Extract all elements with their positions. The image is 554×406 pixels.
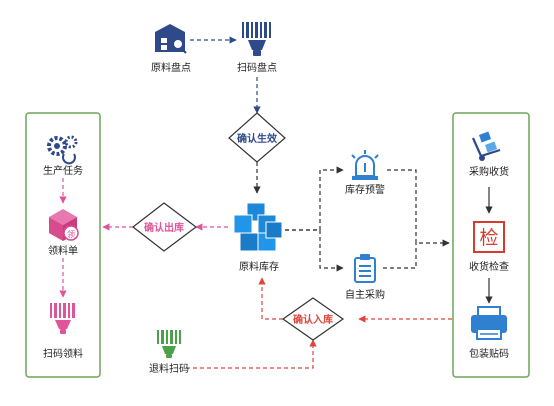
scan-pick-label: 扫码领料 <box>43 347 83 360</box>
arrow-inbound-to-stock <box>258 277 283 320</box>
confirm-outbound-diamond <box>132 202 197 252</box>
cubes-icon <box>233 202 283 252</box>
warehouse-search-icon <box>155 24 187 54</box>
purchase-receive-label: 采购收货 <box>469 165 509 178</box>
inspection-stamp-icon: 检 <box>473 221 505 253</box>
right-panel <box>452 112 530 378</box>
self-purchase-label: 自主采购 <box>345 288 385 301</box>
hand-truck-icon <box>471 131 501 161</box>
arrow-alert-to-right <box>387 169 450 247</box>
clipboard-icon <box>354 254 376 283</box>
confirm-outbound-label: 确认出库 <box>144 221 184 234</box>
alarm-light-icon <box>351 150 379 180</box>
barcode-scanner-icon <box>157 330 181 358</box>
check-stamp-char: 检 <box>479 227 498 249</box>
scan-inventory-label: 扫码盘点 <box>237 61 277 74</box>
barcode-scanner-icon <box>242 22 271 56</box>
gears-icon <box>47 135 78 165</box>
confirm-effective-diamond <box>228 112 286 163</box>
barcode-scanner-icon <box>50 303 75 334</box>
arrow-stock-to-alert <box>285 166 344 231</box>
confirm-inbound-diamond <box>281 297 345 341</box>
left-panel <box>25 112 101 378</box>
confirm-effective-label: 确认生效 <box>237 132 278 145</box>
raw-inventory-label: 原料盘点 <box>151 61 191 74</box>
arrow-purchase-to-right <box>383 243 417 269</box>
stock-alert-label: 库存预警 <box>345 183 385 196</box>
receive-check-label: 收货检查 <box>469 260 509 273</box>
pack-label-label: 包装贴码 <box>469 347 509 360</box>
pick-order-label: 领料单 <box>48 244 78 257</box>
printer-icon <box>471 306 507 340</box>
svg-text:领: 领 <box>67 229 75 239</box>
production-task-label: 生产任务 <box>43 164 83 177</box>
arrow-stock-to-purchase <box>285 229 344 272</box>
arrow-return-to-inbound <box>186 339 317 369</box>
return-scan-label: 退料扫码 <box>149 362 189 375</box>
confirm-inbound-label: 确认入库 <box>293 313 333 326</box>
raw-stock-label: 原料库存 <box>239 260 279 273</box>
box-icon: 领 <box>49 209 79 241</box>
